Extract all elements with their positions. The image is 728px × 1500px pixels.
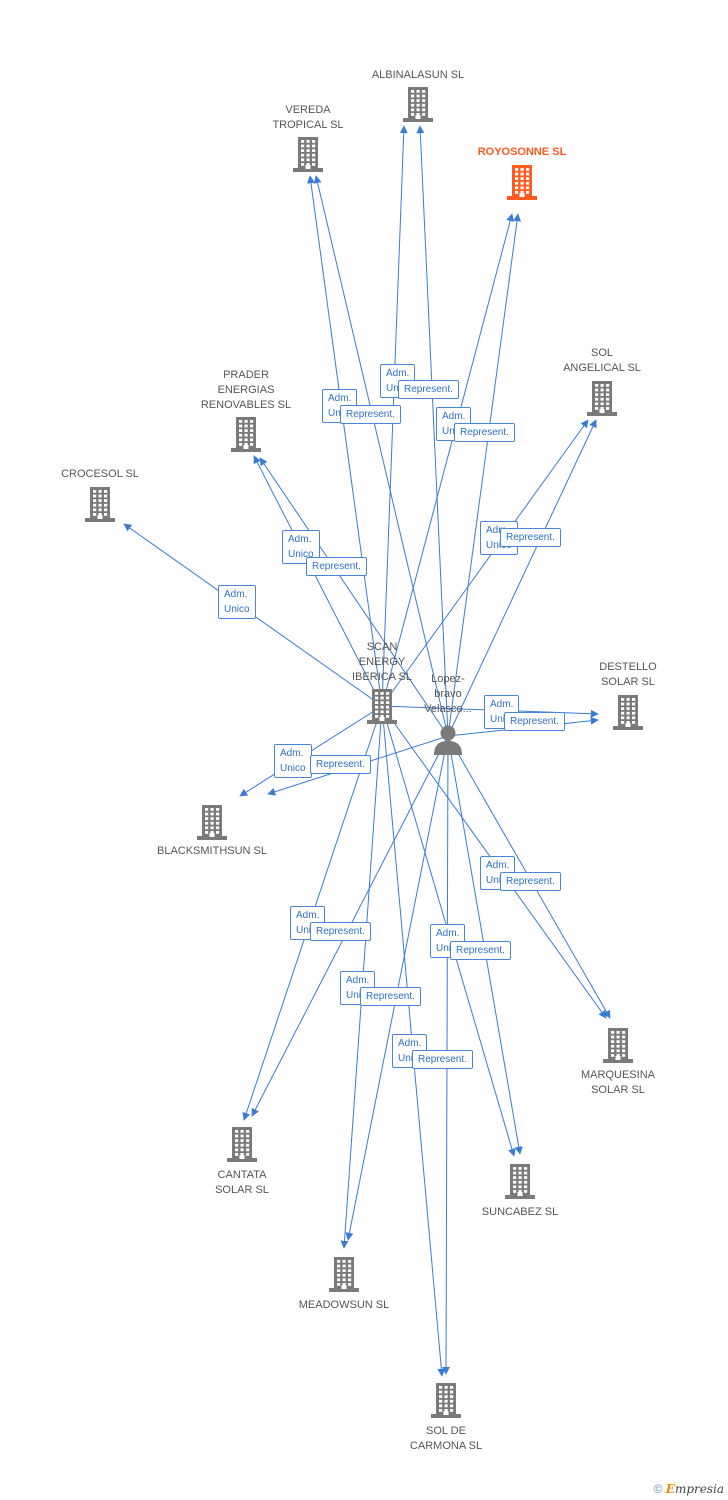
footer-brand: © Empresia [654,1482,724,1496]
building-icon[interactable] [367,688,397,724]
node-label-destello[interactable]: DESTELLO SOLAR SL [599,661,657,688]
represent-tag: Represent. [412,1050,473,1069]
represent-tag: Represent. [306,557,367,576]
node-label-royosonne[interactable]: ROYOSONNE SL [477,146,567,158]
represent-tag: Represent. [500,872,561,891]
building-icon[interactable] [587,380,617,416]
edge-person-to-royosonne [447,213,522,737]
building-icon[interactable] [603,1027,633,1063]
building-icon[interactable] [197,804,227,840]
node-label-marquesina[interactable]: MARQUESINA SOLAR SL [581,1069,655,1096]
represent-tag: Represent. [454,423,515,442]
adm-unico-tag: Adm. Unico [282,530,320,564]
edge-person-to-vereda [313,175,449,737]
represent-tag: Represent. [500,528,561,547]
building-icon[interactable] [293,136,323,172]
edge-person-to-albinalasun [416,125,449,737]
edges-layer [123,125,611,1377]
node-label-person[interactable]: Lopez- bravo Velasco... [424,673,472,715]
building-icon[interactable] [329,1256,359,1292]
building-icon[interactable] [507,164,537,200]
edge-person-to-prader [259,457,449,737]
edge-scan-to-vereda [307,175,383,707]
node-label-sol-carmona[interactable]: SOL DE CARMONA SL [409,1425,483,1452]
node-label-scan[interactable]: SCAN ENERGY IBERICA SL [352,641,412,683]
node-label-vereda[interactable]: VEREDA TROPICAL SL [272,104,344,131]
node-label-crocesol[interactable]: CROCESOL SL [61,468,139,480]
building-icon[interactable] [85,486,115,522]
edge-scan-to-royosonne [381,213,515,707]
represent-tag: Represent. [450,941,511,960]
adm-unico-tag: Adm. Unico [218,585,256,619]
represent-tag: Represent. [340,405,401,424]
edge-person-to-sol_angelical [447,419,597,737]
node-label-suncabez[interactable]: SUNCABEZ SL [481,1206,559,1218]
building-icon[interactable] [403,86,433,122]
node-label-meadowsun[interactable]: MEADOWSUN SL [298,1299,390,1311]
building-icon[interactable] [231,416,261,452]
node-label-prader[interactable]: PRADER ENERGIAS RENOVABLES SL [200,369,292,411]
represent-tag: Represent. [310,755,371,774]
edge-scan-to-sol_angelical [381,419,589,707]
represent-tag: Represent. [504,712,565,731]
edge-scan-to-prader [253,455,383,707]
represent-tag: Represent. [360,987,421,1006]
building-icon[interactable] [505,1163,535,1199]
represent-tag: Represent. [310,922,371,941]
person-icon[interactable] [433,724,463,760]
node-label-albinalasun[interactable]: ALBINALASUN SL [371,69,465,81]
represent-tag: Represent. [398,380,459,399]
node-label-sol-angelical[interactable]: SOL ANGELICAL SL [563,347,641,374]
copyright-symbol: © [653,1482,663,1496]
node-label-blacksmithsun[interactable]: BLACKSMITHSUN SL [156,845,268,857]
building-icon[interactable] [227,1126,257,1162]
adm-unico-tag: Adm. Unico [274,744,312,778]
building-icon[interactable] [613,694,643,730]
node-label-cantata[interactable]: CANTATA SOLAR SL [215,1169,269,1196]
building-icon[interactable] [431,1382,461,1418]
empresia-logo: Empresia [665,1482,724,1496]
